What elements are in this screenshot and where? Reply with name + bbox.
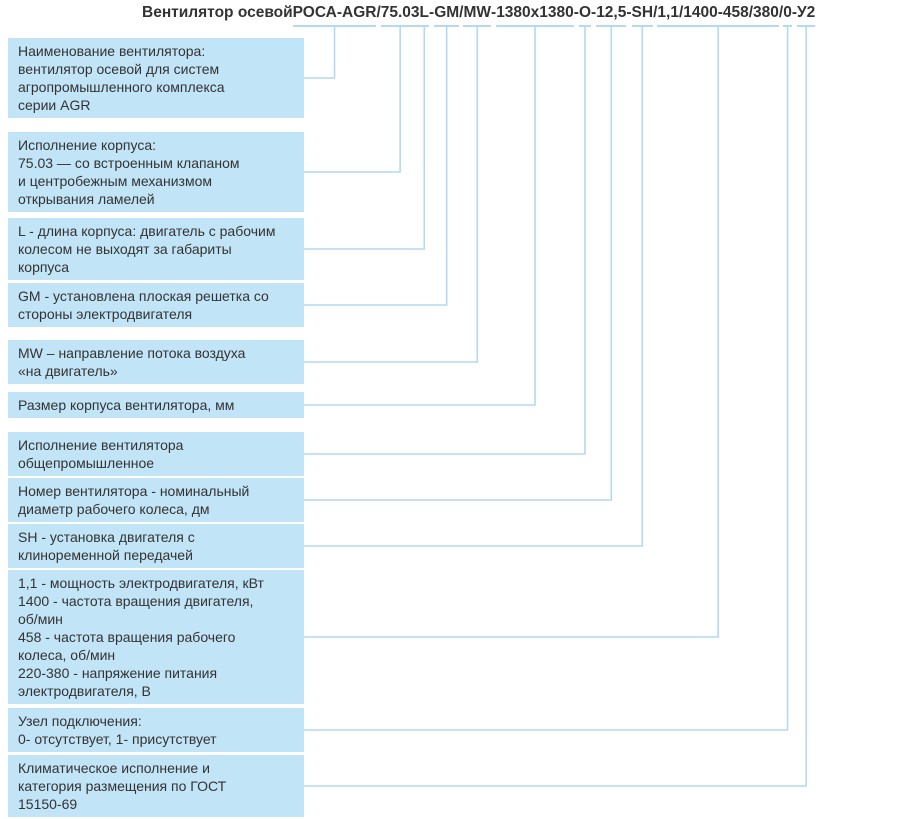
description-box: GM - установлена плоская решетка со стор… <box>8 283 304 327</box>
title-token: L <box>419 4 430 27</box>
description-box: SH - установка двигателя с клиноременной… <box>8 524 304 568</box>
title-token: 0 <box>783 4 792 27</box>
title-separator: - <box>591 4 597 21</box>
title-token: 1380х1380 <box>496 4 574 27</box>
description-box: 1,1 - мощность электродвигателя, кВт 140… <box>8 570 304 704</box>
connector-line <box>304 27 401 173</box>
connector-line <box>304 27 336 79</box>
connector-line <box>304 27 613 501</box>
description-box: Узел подключения: 0- отсутствует, 1- при… <box>8 708 304 752</box>
connector-line <box>304 27 448 306</box>
title-token: GM <box>434 4 460 27</box>
connector-line <box>304 27 586 455</box>
description-box: Климатическое исполнение и категория раз… <box>8 755 304 817</box>
description-box: Размер корпуса вентилятора, мм <box>8 392 304 418</box>
title-token: РОСА-AGR <box>292 4 377 27</box>
page-title: Вентилятор осевой РОСА-AGR/75.03L-GM/MW-… <box>142 4 816 27</box>
title-separator: / <box>653 4 658 21</box>
connector-line <box>304 27 479 363</box>
connector-line <box>304 27 536 406</box>
description-box: L - длина корпуса: двигатель с рабочим к… <box>8 218 304 280</box>
description-box: Исполнение корпуса: 75.03 — со встроенны… <box>8 132 304 212</box>
connector-line <box>304 27 644 547</box>
title-token: 75.03 <box>380 4 420 27</box>
title-separator: Вентилятор осевой <box>142 4 293 21</box>
title-separator: / <box>778 4 784 21</box>
title-separator: - <box>791 4 798 21</box>
title-token: У2 <box>797 4 816 27</box>
title-separator: - <box>626 4 632 21</box>
connector-line <box>304 27 426 250</box>
connector-line <box>304 27 807 787</box>
connector-line <box>304 27 719 638</box>
title-token: 12,5 <box>596 4 627 27</box>
title-token: SH <box>631 4 654 27</box>
description-box: Исполнение вентилятора общепромышленное <box>8 432 304 476</box>
connector-line <box>304 27 789 731</box>
description-box: Номер вентилятора - номинальный диаметр … <box>8 478 304 522</box>
title-separator: - <box>429 4 435 21</box>
description-box: MW – направление потока воздуха «на двиг… <box>8 340 304 384</box>
title-token: MW <box>463 4 492 27</box>
title-separator: - <box>491 4 497 21</box>
title-token: О <box>578 4 592 27</box>
title-token: 1,1/1400-458/380 <box>657 4 779 27</box>
title-separator: / <box>376 4 381 21</box>
title-separator: - <box>573 4 579 21</box>
description-box: Наименование вентилятора: вентилятор осе… <box>8 38 304 118</box>
title-separator: / <box>459 4 464 21</box>
